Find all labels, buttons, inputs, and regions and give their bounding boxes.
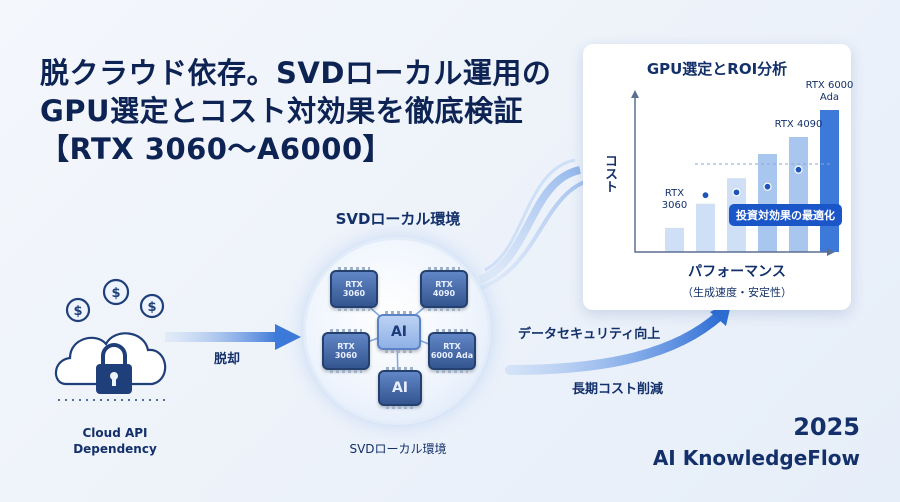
chip-label-line-2: 6000 Ada xyxy=(430,351,474,360)
chip-label-line-1: RTX xyxy=(435,280,453,289)
svd-local-env-title: SVDローカル環境 xyxy=(335,210,461,228)
chart-x-axis-sublabel: （生成速度・安定性） xyxy=(682,286,792,299)
svd-local-env-caption: SVDローカル環境 xyxy=(349,442,447,456)
chart-bar xyxy=(665,227,684,252)
coin-icon: $ xyxy=(111,286,120,301)
chart-bar xyxy=(789,136,808,252)
chart-bar xyxy=(820,110,839,252)
escape-label: 脱却 xyxy=(214,352,241,367)
page-title-line-3: 【RTX 3060〜A6000】 xyxy=(40,132,393,166)
chip-label-line-1: RTX xyxy=(345,280,363,289)
bar-label-rtx-4090: RTX 4090 xyxy=(774,118,823,130)
chart-point xyxy=(701,191,710,200)
chart-point xyxy=(763,182,772,191)
data-security-label: データセキュリティ向上 xyxy=(518,327,661,342)
y-axis-arrow-icon xyxy=(631,90,639,98)
cloud-label-line-2: Dependency xyxy=(73,442,157,456)
chip-label-line-1: RTX xyxy=(337,342,355,351)
x-axis-arrow-icon xyxy=(827,248,835,256)
chip-label-line-2: 3060 xyxy=(342,289,366,298)
chart-title: GPU選定とROI分析 xyxy=(646,60,788,78)
chart-bar xyxy=(696,203,715,252)
page-title-line-2: GPU選定とコスト対効果を徹底検証 xyxy=(40,94,524,128)
chart-axes xyxy=(634,92,833,253)
long-term-cost-label: 長期コスト削減 xyxy=(572,382,664,397)
footer-brand: AI KnowledgeFlow xyxy=(652,446,860,470)
roi-badge: 投資対効果の最適化 xyxy=(729,204,842,226)
ai-chip-bottom: AI xyxy=(378,367,422,409)
coin-icon: $ xyxy=(147,300,156,315)
escape-arrow-icon xyxy=(165,324,301,350)
footer-year: 2025 xyxy=(793,413,860,441)
chart-bar xyxy=(758,154,777,252)
chip-label-line-2: 3060 xyxy=(334,351,358,360)
chart-y-axis-label: コスト xyxy=(602,154,617,193)
page-title-line-1: 脱クラウド依存。SVDローカル運用の xyxy=(40,56,552,90)
chip-label-line-1: RTX xyxy=(443,342,461,351)
chart-x-axis-label: パフォーマンス xyxy=(688,264,786,280)
cloud-lock-icon: $ $ $ xyxy=(54,278,168,401)
chip-label-line-2: 4090 xyxy=(432,289,456,298)
cloud-api-label: Cloud API Dependency xyxy=(50,425,180,457)
cloud-label-line-1: Cloud API xyxy=(82,426,148,440)
coin-icon: $ xyxy=(73,304,82,319)
ai-chip-center: AI xyxy=(377,311,421,353)
chart-point xyxy=(732,188,741,197)
chart-point xyxy=(794,165,803,174)
